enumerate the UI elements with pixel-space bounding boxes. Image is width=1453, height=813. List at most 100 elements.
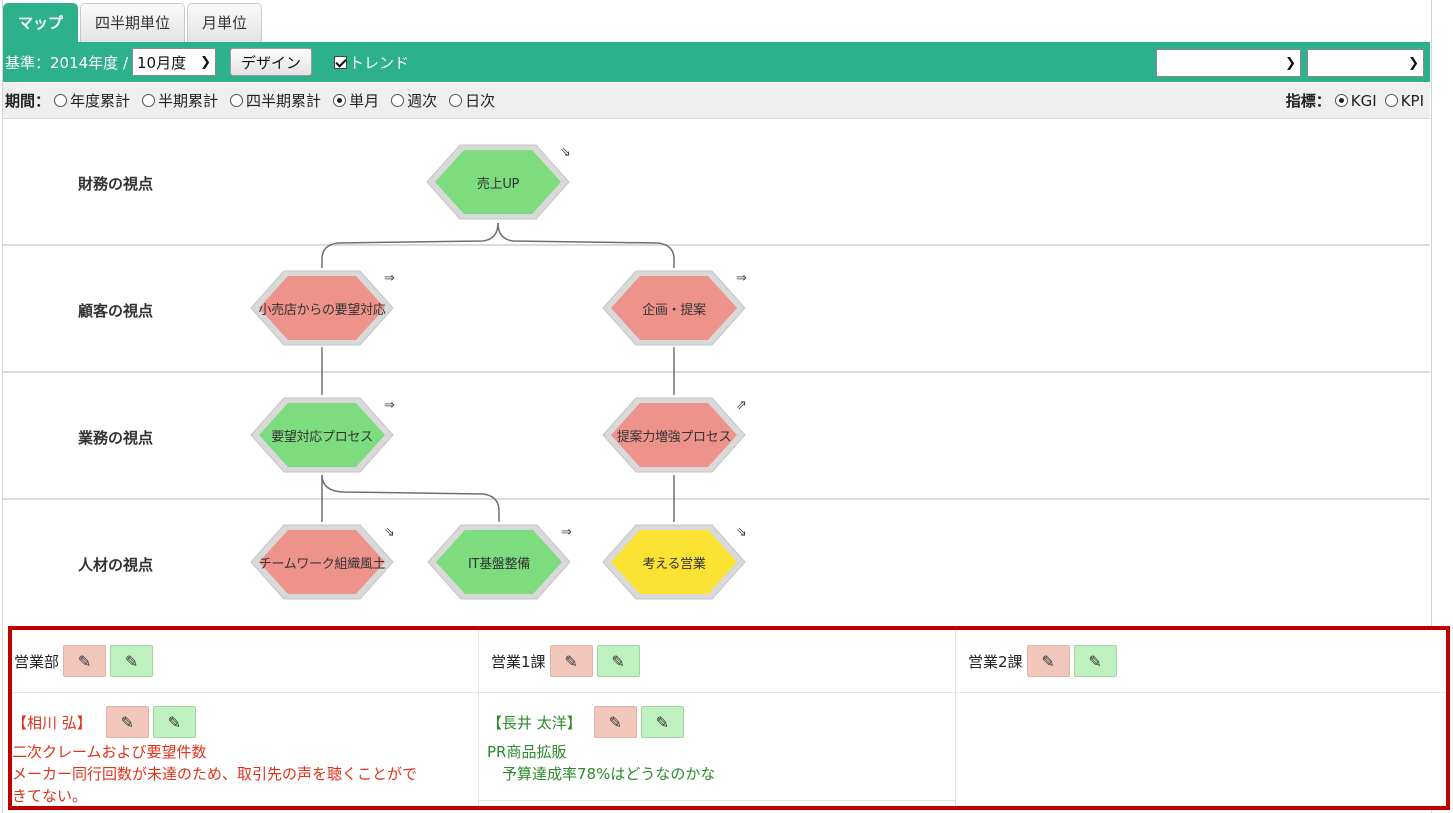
trend-checkbox[interactable]: トレンド [334,52,409,73]
radio-label: 四半期累計 [246,92,322,110]
map-node[interactable]: IT基盤整備 [427,524,571,600]
view-tabs: マップ 四半期単位 月単位 [3,3,263,43]
radio-icon[interactable] [142,94,156,107]
trend-arrow-icon[interactable]: ⇗ [736,398,747,413]
edit-red-button[interactable]: ✎ [63,645,107,677]
edit-red-button[interactable]: ✎ [105,706,149,738]
tab-map[interactable]: マップ [3,3,79,42]
comment-line: PR商品拡販 [487,743,567,761]
trend-arrow-icon[interactable]: ⇘ [560,145,571,160]
radio-weekly[interactable]: 週次 [391,90,437,111]
person-name: 【長井 太洋】 [487,713,582,732]
pencil-icon: ✎ [120,712,134,732]
map-node[interactable]: 企画・提案 [602,270,746,346]
trend-arrow-icon[interactable]: ⇒ [561,525,572,540]
person-comment: 【相川 弘】 ✎ ✎ 二次クレームおよび要望件数 メーカー同行回数が未達のため、… [12,703,478,807]
trend-checkbox-label: トレンド [349,53,410,72]
connector-line [321,222,499,268]
lane-financial: 財務の視点 [3,119,1430,246]
comment-line: メーカー同行回数が未達のため、取引先の声を聴くことがで [12,765,418,783]
map-node-label: IT基盤整備 [468,556,530,572]
radio-icon[interactable] [230,94,244,107]
comment-line: 二次クレームおよび要望件数 [12,743,207,761]
radio-label: 半期累計 [158,92,219,110]
map-node-label: 提案力増強プロセス [616,429,732,445]
lane-label: 財務の視点 [78,175,154,193]
comment-line: きてない。 [12,787,88,805]
map-node-label: 要望対応プロセス [271,429,373,445]
map-node-label: 考える営業 [642,556,706,572]
map-node[interactable]: 提案力増強プロセス [602,397,746,473]
comment-panel: 営業部 ✎ ✎ 【相川 弘】 ✎ ✎ 二次クレームおよび要望件数 メーカー同行回… [8,626,1450,810]
checkbox-checked-icon[interactable] [334,55,348,69]
radio-icon[interactable] [1384,94,1398,107]
pencil-icon: ✎ [1088,651,1102,671]
comment-text: PR商品拡販 予算達成率78%はどうなのかな [487,741,955,785]
design-button[interactable]: デザイン [230,48,313,76]
map-node-label: 売上UP [476,176,520,192]
trend-arrow-icon[interactable]: ⇒ [384,271,395,286]
dept-column: 営業2課 ✎ ✎ [955,630,1446,806]
edit-green-button[interactable]: ✎ [640,706,684,738]
edit-red-button[interactable]: ✎ [593,706,637,738]
connector-lines [321,222,675,522]
chevron-down-icon: ❯ [1408,55,1419,71]
lane-label: 顧客の視点 [78,302,154,320]
radio-half-cumulative[interactable]: 半期累計 [142,90,218,111]
radio-kpi[interactable]: KPI [1384,92,1424,110]
toolbar: 基準：2014年度 / 10月度 ❯ デザイン トレンド ❯ ❯ [3,42,1430,82]
edit-green-button[interactable]: ✎ [152,706,196,738]
map-node[interactable]: 小売店からの要望対応 [250,270,394,346]
map-node[interactable]: 要望対応プロセス [250,397,394,473]
filter-select-1[interactable]: ❯ [1156,49,1301,77]
period-bar: 期間： 年度累計 半期累計 四半期累計 単月 週次 日次 指標： KGI KPI [3,83,1430,119]
pencil-icon: ✎ [564,651,578,671]
trend-arrow-icon[interactable]: ⇒ [736,271,747,286]
chevron-down-icon: ❯ [200,54,211,70]
trend-arrow-icon[interactable]: ⇘ [736,525,747,540]
radio-selected-icon[interactable] [333,94,347,107]
edit-green-button[interactable]: ✎ [1073,645,1117,677]
map-node[interactable]: チームワーク組織風土 [250,524,394,600]
tab-monthly[interactable]: 月単位 [187,3,263,42]
radio-label: 日次 [465,92,496,110]
lane-label: 人材の視点 [78,556,154,574]
radio-icon[interactable] [54,94,68,107]
dept-column: 営業1課 ✎ ✎ 【長井 太洋】 ✎ ✎ PR商品拡販 予算達成率78%はどうな… [478,630,955,806]
month-select[interactable]: 10月度 ❯ [132,48,216,76]
edit-green-button[interactable]: ✎ [110,645,154,677]
edit-red-button[interactable]: ✎ [549,645,593,677]
trend-arrow-icon[interactable]: ⇘ [384,525,395,540]
radio-single-month[interactable]: 単月 [333,90,379,111]
chevron-down-icon: ❯ [1285,55,1296,71]
radio-icon[interactable] [449,94,463,107]
radio-annual-cumulative[interactable]: 年度累計 [54,90,130,111]
person-name: 【相川 弘】 [12,713,92,732]
comment-text: 二次クレームおよび要望件数 メーカー同行回数が未達のため、取引先の声を聴くことが… [12,741,478,807]
indicator-label: 指標： [1285,92,1331,110]
edit-red-button[interactable]: ✎ [1026,645,1070,677]
map-node[interactable]: 売上UP [426,144,570,220]
lane-customer: 顧客の視点 [3,246,1430,373]
dept-header: 営業部 ✎ ✎ [12,630,478,693]
pencil-icon: ✎ [1041,651,1055,671]
radio-quarter-cumulative[interactable]: 四半期累計 [230,90,321,111]
filter-select-2[interactable]: ❯ [1307,49,1424,77]
radio-daily[interactable]: 日次 [449,90,495,111]
tab-quarterly[interactable]: 四半期単位 [80,3,186,42]
base-year-label: 基準：2014年度 / [5,53,128,72]
radio-label: 週次 [407,92,438,110]
map-node[interactable]: 考える営業 [602,524,746,600]
radio-icon[interactable] [391,94,405,107]
pencil-icon: ✎ [608,712,622,732]
trend-arrow-icon[interactable]: ⇒ [384,398,395,413]
lane-process: 業務の視点 [3,373,1430,500]
radio-selected-icon[interactable] [1334,94,1348,107]
radio-kgi[interactable]: KGI [1334,91,1377,110]
radio-label: 年度累計 [70,92,131,110]
radio-label: KGI [1350,91,1377,110]
pencil-icon: ✎ [611,651,625,671]
edit-green-button[interactable]: ✎ [596,645,640,677]
comment-line: 予算達成率78%はどうなのかな [487,765,716,783]
connector-line [321,474,500,522]
